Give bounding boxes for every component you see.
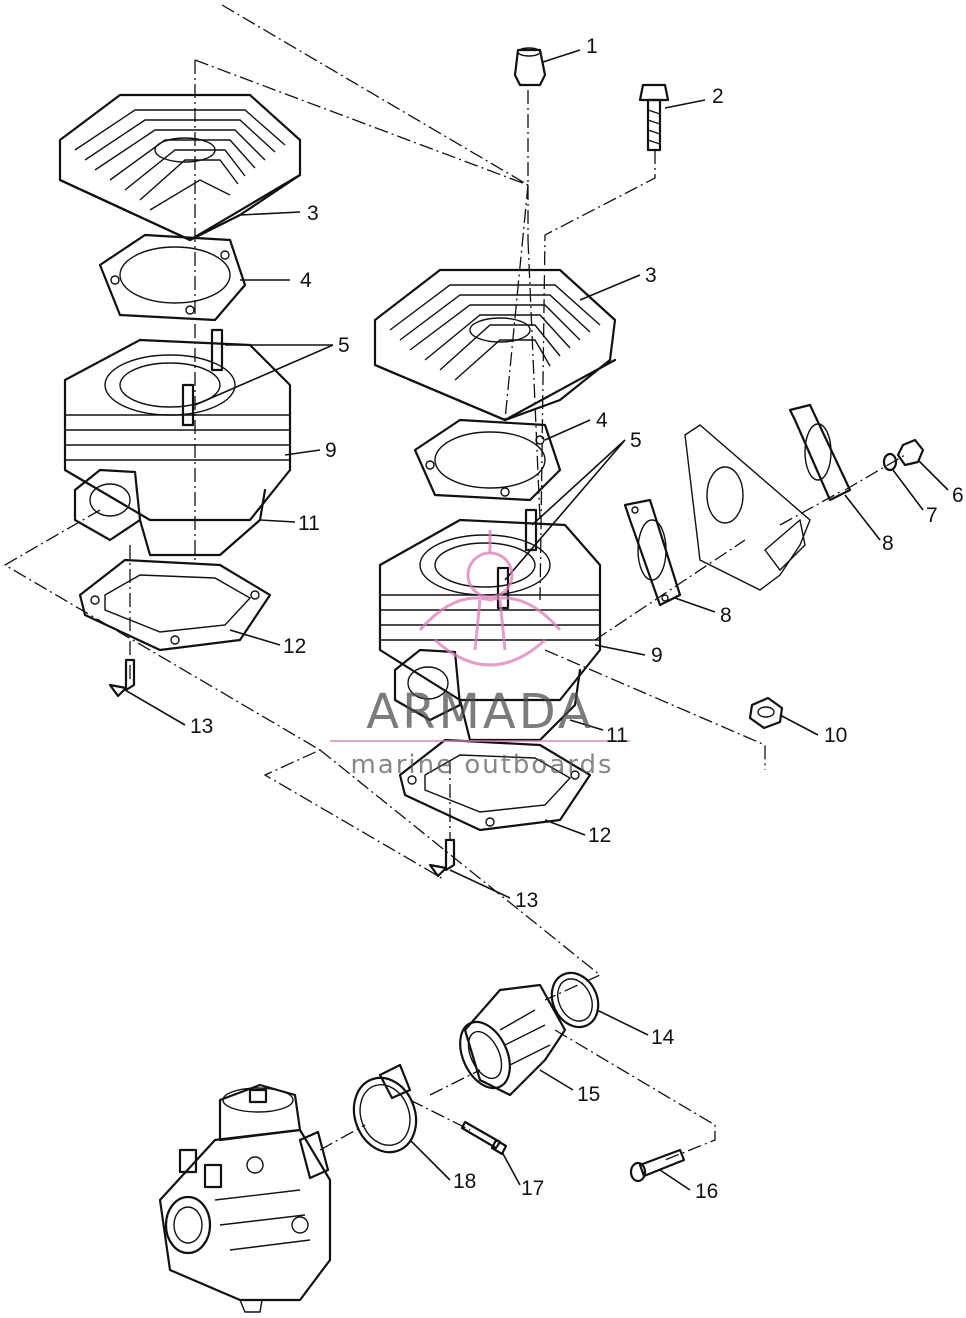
callout-13-right: 13 [515, 889, 538, 912]
callout-1: 1 [586, 35, 598, 58]
callout-10: 10 [824, 724, 847, 747]
armada-logo-icon [418, 530, 562, 667]
watermark-subtitle: marine outboards [350, 750, 613, 780]
callout-5-left: 5 [338, 334, 350, 357]
armada-watermark: ARMADA marine outboards [330, 530, 630, 780]
callout-17: 17 [521, 1177, 544, 1200]
clamp-screw [460, 1120, 508, 1156]
assembly-lines [3, 4, 906, 1161]
exhaust-washer [882, 452, 898, 472]
callout-6: 6 [952, 484, 964, 507]
watermark-title: ARMADA [366, 684, 593, 740]
carburetor [158, 1083, 332, 1313]
left-base-gasket [78, 558, 272, 652]
left-head-gasket [98, 233, 247, 322]
flange-nut [748, 696, 784, 730]
callout-7: 7 [926, 504, 938, 527]
left-cylinder-block [63, 338, 292, 557]
exhaust-gasket-inner [623, 498, 682, 607]
callout-14: 14 [651, 1026, 675, 1049]
left-cylinder-head [58, 93, 302, 242]
right-head-gasket [413, 418, 562, 502]
callout-12-right: 12 [588, 824, 611, 847]
exhaust-manifold-plate [684, 424, 811, 591]
callout-3-right: 3 [645, 264, 657, 287]
callout-numbers: 1 2 3 4 5 9 11 12 13 3 4 5 6 7 8 8 9 10 … [190, 35, 964, 1203]
callout-8-inner: 8 [720, 604, 732, 627]
right-cylinder-block [378, 518, 602, 742]
callout-4-right: 4 [596, 409, 608, 432]
right-cap-nut [513, 47, 547, 87]
watermark-rule [330, 740, 630, 742]
callout-11-right: 11 [606, 724, 628, 747]
exhaust-gasket-outer [788, 403, 852, 502]
intake-bolt [629, 1148, 686, 1183]
right-cylinder-head [373, 268, 617, 422]
callout-18: 18 [453, 1170, 476, 1193]
intake-o-ring [550, 971, 600, 1029]
callout-9-right: 9 [651, 644, 663, 667]
leader-lines [124, 49, 949, 1191]
callout-9-left: 9 [325, 439, 337, 462]
left-temp-sensor [108, 658, 136, 698]
callout-13-left: 13 [190, 715, 213, 738]
intake-manifold [459, 983, 567, 1097]
callout-2: 2 [712, 85, 724, 108]
callout-5-right: 5 [630, 429, 642, 452]
callout-12-left: 12 [283, 635, 306, 658]
intake-clamp [352, 1063, 418, 1154]
exhaust-nut [896, 438, 925, 467]
right-head-bolt [638, 83, 670, 152]
callout-4-left: 4 [300, 269, 312, 292]
callout-3-left: 3 [307, 202, 319, 225]
right-temp-sensor [428, 838, 456, 878]
callout-15: 15 [577, 1083, 600, 1106]
callout-11-left: 11 [298, 512, 320, 535]
callout-8-outer: 8 [882, 532, 894, 555]
callout-16: 16 [695, 1180, 718, 1203]
